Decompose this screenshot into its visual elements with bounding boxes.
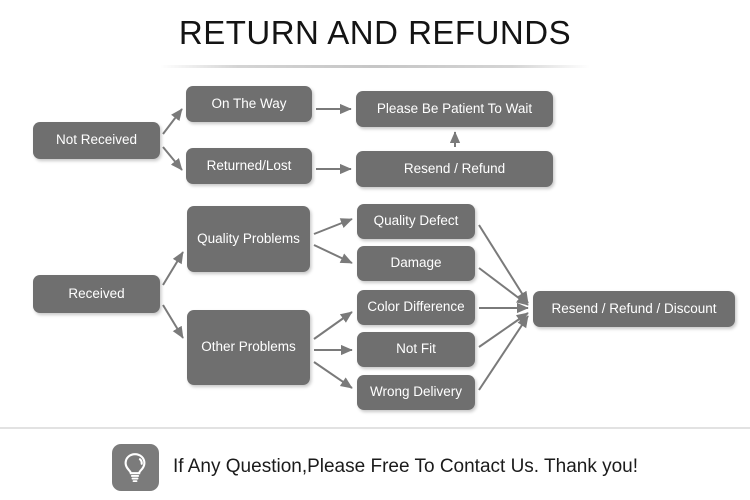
flow-node-please-be-patient: Please Be Patient To Wait [356,91,553,127]
flow-node-label: Damage [390,255,442,271]
flow-node-label: Other Problems [201,339,296,355]
edge-quality-defect-to-result [478,224,529,304]
page-title: RETURN AND REFUNDS [178,14,572,51]
flow-node-label: Received [68,285,125,301]
flow-node-resend-refund: Resend / Refund [356,151,553,187]
edge-damage-to-result [478,267,529,306]
flow-node-not-fit: Not Fit [357,332,475,367]
edge-not-received-to-returned-lost [162,146,183,171]
flow-node-label: Color Difference [367,299,465,315]
flow-node-other-problems: Other Problems [187,310,310,385]
flow-node-on-the-way: On The Way [186,86,312,122]
flow-node-color-difference: Color Difference [357,290,475,325]
flow-node-label: Resend / Refund / Discount [551,300,717,316]
edge-quality-problems-to-quality-defect [313,218,353,235]
edge-received-to-other-problems [162,304,184,339]
edge-wrong-delivery-to-result [478,315,529,391]
edge-other-problems-to-color-difference [313,311,353,340]
flow-node-received: Received [33,275,160,313]
flow-node-wrong-delivery: Wrong Delivery [357,375,475,410]
flow-node-resend-refund-discount: Resend / Refund / Discount [533,291,735,327]
flow-node-quality-problems: Quality Problems [187,206,310,272]
flow-node-label: Quality Problems [197,230,300,246]
flow-node-label: Resend / Refund [403,160,506,176]
lightbulb-icon [111,443,159,491]
edge-received-to-quality-problems [162,251,184,286]
flow-node-label: Not Fit [396,341,436,357]
edge-other-problems-to-wrong-delivery [313,361,353,389]
edge-not-received-to-on-the-way [162,108,183,135]
footer-text: If Any Question,Please Free To Contact U… [172,456,639,477]
edge-quality-problems-to-damage [313,244,353,264]
flow-node-damage: Damage [357,246,475,281]
flow-node-label: Quality Defect [373,213,459,229]
flow-node-not-received: Not Received [33,122,160,159]
edge-not-fit-to-result [478,312,529,348]
flow-node-returned-lost: Returned/Lost [186,148,312,184]
flow-node-label: Please Be Patient To Wait [376,100,533,116]
flow-node-quality-defect: Quality Defect [357,204,475,239]
flow-node-label: Wrong Delivery [369,384,463,400]
flow-node-label: On The Way [211,95,287,111]
footer-divider [0,427,750,429]
title-divider [160,65,590,68]
flow-node-label: Not Received [55,132,138,148]
footer-bar: If Any Question,Please Free To Contact U… [0,434,750,500]
flow-node-label: Returned/Lost [206,157,292,173]
